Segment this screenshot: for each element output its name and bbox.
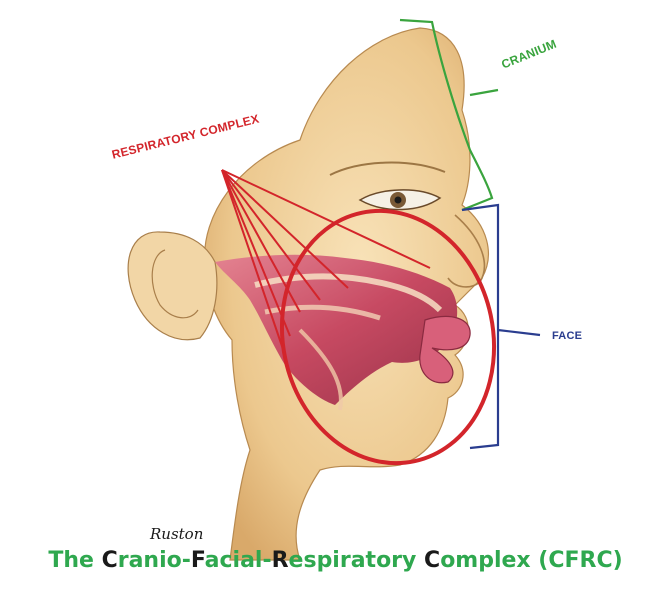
respiratory-tract — [215, 254, 458, 405]
title-part: omplex — [440, 548, 539, 573]
title-part: F — [190, 548, 205, 573]
face-label: FACE — [552, 330, 583, 342]
title-part: (CFRC) — [538, 548, 623, 573]
cranium-bracket — [399, 18, 499, 212]
brow — [329, 161, 446, 176]
title-part: acial- — [204, 548, 272, 573]
respiratory-ellipse — [279, 208, 497, 466]
title-part: C — [101, 548, 118, 573]
title-part: ranio- — [117, 548, 191, 573]
title-part: C — [424, 548, 441, 573]
title-part: espiratory — [288, 548, 425, 573]
ear — [127, 231, 218, 341]
face-bracket — [461, 203, 541, 450]
artist-signature: Ruston — [150, 525, 204, 543]
respiratory-pointers — [221, 169, 431, 356]
title-part: R — [271, 548, 289, 573]
lips — [419, 315, 471, 384]
title-part: The — [48, 548, 102, 573]
figure-title: The Cranio-Facial-Respiratory Complex (C… — [0, 548, 671, 573]
